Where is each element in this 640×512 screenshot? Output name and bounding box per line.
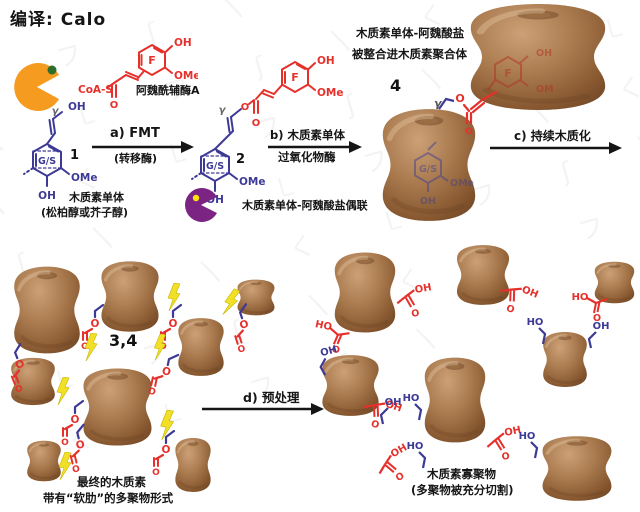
bonds	[106, 43, 173, 98]
polymer-caption-line2: 被整合进木质素聚合体	[352, 47, 467, 61]
ester-o-label: O	[455, 92, 464, 105]
pacman-eye	[192, 194, 200, 202]
hydroxyl-tag	[517, 429, 539, 460]
weak-link-bolt-icon	[84, 333, 98, 361]
compound-2-number: 2	[236, 152, 246, 167]
arrow-c	[490, 142, 622, 154]
arrow-a	[92, 141, 194, 153]
oh-label: OH	[206, 194, 224, 204]
final-lignin-caption-line2: 带有“软肋”的多聚物形式	[43, 491, 174, 505]
compound-1-number: 1	[70, 148, 80, 163]
gamma-oh-label: OH	[68, 101, 86, 113]
carbonyl-o-label: O	[465, 127, 473, 136]
ome-label: OMe	[317, 87, 344, 99]
step-a-label: a) FMT	[110, 126, 160, 141]
compound-4-number: 4	[390, 76, 402, 95]
oh-label: OH	[420, 196, 436, 207]
translator-credit: 编译: Calo	[10, 10, 107, 30]
feruloyl-coa-structure: CoA-S O F OH OMe	[78, 37, 198, 111]
ome-label: OMe	[71, 172, 98, 184]
ome-label: OMe	[450, 178, 474, 189]
weak-link-bolt-icon	[160, 410, 174, 440]
conjugate-caption: 木质素单体-阿魏酸盐偶联	[242, 199, 368, 212]
coa-s-label: CoA-S	[78, 84, 113, 96]
weak-link-bolt-icon	[167, 283, 181, 311]
gamma-label: γ	[434, 97, 443, 110]
gs-ring-label: G/S	[419, 164, 437, 175]
gs-ring-label: G/S	[206, 161, 224, 172]
oligomer-caption-line1: 木质素寡聚物	[427, 467, 496, 481]
step-d-label: d) 预处理	[243, 390, 300, 405]
carboxyl-group	[393, 281, 438, 322]
oligomer-caption-line2: (多聚物被充分切割)	[411, 483, 514, 497]
hydroxyl-tag	[379, 395, 403, 426]
oh-label: OH	[536, 48, 552, 59]
arrow-b	[268, 141, 362, 153]
carbonyl-o-label: O	[110, 100, 119, 111]
ester-o-label: O	[241, 102, 250, 113]
final-lignin-caption-line1: 最终的木质素	[77, 475, 146, 489]
carboxyl-group	[572, 290, 609, 321]
weak-link-bolt-icon	[56, 377, 70, 405]
hydroxyl-tag	[401, 391, 423, 422]
oh-label: OH	[38, 190, 56, 202]
lignin-monomer-1-structure: OH γ G/S OMe OH	[23, 101, 98, 202]
red-bonds	[248, 60, 316, 114]
ring-label: F	[504, 67, 512, 80]
hydroxyl-tag	[587, 319, 611, 350]
monomer-caption-line2: (松柏醇或芥子醇)	[41, 206, 129, 219]
gs-ring-label: G/S	[38, 156, 56, 167]
blue-bonds	[191, 108, 242, 192]
enzyme-peroxidase-pacman-icon	[185, 188, 217, 222]
pacman-eye	[47, 65, 57, 75]
compounds-3-4-number: 3,4	[109, 331, 138, 350]
hydroxyl-tag	[525, 315, 547, 346]
oh-label: OH	[174, 37, 192, 49]
monomer-ferulate-conjugate-2-structure: F OH OMe O O γ G/S OMe OH	[191, 55, 344, 204]
ferulate-ring-label: F	[148, 54, 156, 67]
lignin-blob	[174, 437, 212, 493]
carbonyl-o-label: O	[252, 118, 261, 129]
step-b-label: b) 木质素单体	[270, 128, 345, 142]
ferulate-ring-label: F	[291, 71, 299, 84]
oligomer-blob	[536, 435, 618, 502]
arrow-d	[202, 403, 324, 415]
ome-label: OMe	[174, 70, 198, 82]
ome-label: OMe	[239, 176, 266, 188]
enzyme-fmt-pacman-icon	[14, 63, 60, 111]
step-b-sublabel: 过氧化物酶	[278, 150, 336, 164]
oh-label: OH	[317, 55, 335, 67]
gamma-ester-linkage: γ O O	[434, 90, 498, 136]
embedded-ferulate-ring: F OH OMe	[487, 48, 554, 95]
gamma-label: γ	[52, 106, 60, 117]
embedded-monomer-ring: G/S OMe OH	[414, 141, 474, 207]
weak-link-bolt-icon	[58, 452, 72, 480]
polymer-caption-line1: 木质素单体-阿魏酸盐	[356, 26, 465, 40]
ome-label: OMe	[536, 84, 554, 95]
monomer-caption-line1: 木质素单体	[69, 191, 124, 204]
weak-link-bolt-icon	[154, 334, 166, 360]
step-c-label: c) 持续木质化	[514, 129, 591, 143]
feruloyl-coa-caption: 阿魏酰辅酶A	[136, 84, 200, 97]
gamma-label: γ	[219, 105, 227, 116]
step-a-sublabel: (转移酶)	[114, 152, 158, 165]
bonds	[23, 111, 70, 187]
